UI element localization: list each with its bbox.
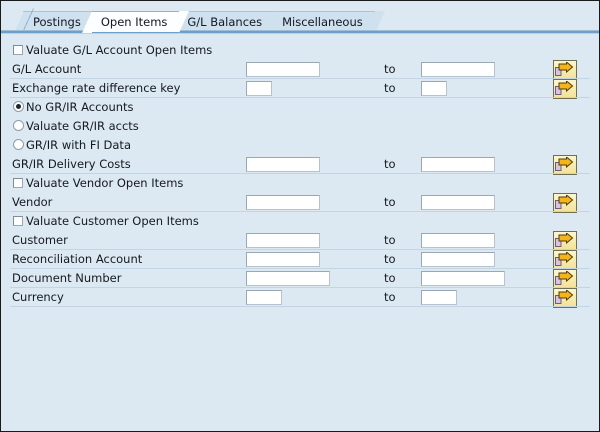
- field-row-reconciliation-account: Reconciliation Account to: [2, 250, 598, 270]
- input-currency-to[interactable]: [421, 290, 457, 305]
- input-reconciliation-account-to[interactable]: [421, 252, 495, 267]
- checkbox-row: Valuate Vendor Open Items: [2, 174, 598, 193]
- radio-label[interactable]: Valuate GR/IR accts: [26, 119, 139, 133]
- arrow-right-selection-icon: [555, 290, 574, 304]
- arrow-right-selection-icon: [555, 81, 574, 95]
- to-label: to: [384, 290, 396, 304]
- to-label: to: [384, 195, 396, 209]
- input-vendor-to[interactable]: [421, 195, 495, 210]
- field-label: G/L Account: [12, 62, 82, 76]
- field-label: Vendor: [12, 195, 53, 209]
- checkbox-valuate-g-l-account-open-items[interactable]: [13, 45, 23, 55]
- field-label: Currency: [12, 290, 64, 304]
- multi-select-button-g-l-account[interactable]: [553, 60, 577, 80]
- radio-row: GR/IR with FI Data: [2, 136, 598, 155]
- input-g-l-account-from[interactable]: [246, 62, 320, 77]
- radio-valuate-gr-ir-accts[interactable]: [13, 120, 24, 131]
- tab-label: Miscellaneous: [282, 15, 363, 29]
- checkbox-row: Valuate G/L Account Open Items: [2, 41, 598, 60]
- arrow-right-selection-icon: [555, 252, 574, 266]
- radio-label[interactable]: GR/IR with FI Data: [26, 138, 131, 152]
- row-separator: [10, 268, 590, 269]
- arrow-right-selection-icon: [555, 62, 574, 76]
- arrow-right-selection-icon: [555, 195, 574, 209]
- to-label: to: [384, 157, 396, 171]
- field-row-vendor: Vendor to: [2, 193, 598, 213]
- multi-select-button-document-number[interactable]: [553, 269, 577, 289]
- field-label: Document Number: [12, 271, 122, 285]
- tabstrip-underline: [1, 30, 599, 34]
- tabstrip-tabs: Postings Open Items G/L Balances Miscellane…: [14, 7, 385, 33]
- checkbox-label[interactable]: Valuate Customer Open Items: [26, 214, 199, 228]
- field-label: Reconciliation Account: [12, 252, 143, 266]
- input-g-l-account-to[interactable]: [421, 62, 495, 77]
- radio-label[interactable]: No GR/IR Accounts: [26, 100, 134, 114]
- field-row-currency: Currency to: [2, 288, 598, 308]
- checkbox-label[interactable]: Valuate Vendor Open Items: [26, 176, 184, 190]
- multi-select-button-exchange-rate-difference-key[interactable]: [553, 79, 577, 99]
- field-row-g-l-account: G/L Account to: [2, 60, 598, 80]
- input-customer-to[interactable]: [421, 233, 495, 248]
- radio-row: No GR/IR Accounts: [2, 98, 598, 117]
- field-label: GR/IR Delivery Costs: [12, 157, 131, 171]
- input-customer-from[interactable]: [246, 233, 320, 248]
- multi-select-button-gr-ir-delivery-costs[interactable]: [553, 155, 577, 175]
- row-separator: [10, 173, 590, 174]
- input-exchange-rate-difference-key-to[interactable]: [421, 81, 447, 96]
- row-separator: [10, 211, 590, 212]
- field-row-document-number: Document Number to: [2, 269, 598, 289]
- to-label: to: [384, 81, 396, 95]
- tab-label: G/L Balances: [187, 15, 263, 29]
- checkbox-label[interactable]: Valuate G/L Account Open Items: [26, 43, 213, 57]
- row-separator: [10, 249, 590, 250]
- row-separator: [10, 78, 590, 79]
- input-gr-ir-delivery-costs-to[interactable]: [421, 157, 495, 172]
- input-exchange-rate-difference-key-from[interactable]: [246, 81, 272, 96]
- to-label: to: [384, 252, 396, 266]
- field-row-customer: Customer to: [2, 231, 598, 251]
- tab-g-l-balances[interactable]: G/L Balances: [168, 11, 284, 33]
- field-row-exchange-rate-difference-key: Exchange rate difference key to: [2, 79, 598, 99]
- arrow-right-selection-icon: [555, 233, 574, 247]
- input-document-number-from[interactable]: [246, 271, 330, 286]
- input-currency-from[interactable]: [246, 290, 282, 305]
- input-vendor-from[interactable]: [246, 195, 320, 210]
- field-label: Exchange rate difference key: [12, 81, 181, 95]
- row-separator: [10, 306, 590, 307]
- to-label: to: [384, 271, 396, 285]
- checkbox-valuate-vendor-open-items[interactable]: [13, 178, 23, 188]
- radio-row: Valuate GR/IR accts: [2, 117, 598, 136]
- tabstrip: Postings Open Items G/L Balances Miscellane…: [1, 1, 599, 34]
- multi-select-button-customer[interactable]: [553, 231, 577, 251]
- multi-select-button-reconciliation-account[interactable]: [553, 250, 577, 270]
- to-label: to: [384, 62, 396, 76]
- field-label: Customer: [12, 233, 68, 247]
- arrow-right-selection-icon: [555, 271, 574, 285]
- radio-no-gr-ir-accounts[interactable]: [13, 101, 24, 112]
- multi-select-button-currency[interactable]: [553, 288, 577, 308]
- tab-label: Open Items: [100, 15, 168, 29]
- arrow-right-selection-icon: [555, 157, 574, 171]
- tab-miscellaneous[interactable]: Miscellaneous: [263, 11, 385, 33]
- checkbox-valuate-customer-open-items[interactable]: [13, 216, 23, 226]
- radio-gr-ir-with-fi-data[interactable]: [13, 139, 24, 150]
- input-gr-ir-delivery-costs-from[interactable]: [246, 157, 320, 172]
- input-document-number-to[interactable]: [421, 271, 505, 286]
- to-label: to: [384, 233, 396, 247]
- row-separator: [10, 97, 590, 98]
- tab-open-items[interactable]: Open Items: [81, 11, 189, 33]
- form-spacer: [2, 34, 598, 41]
- field-row-gr-ir-delivery-costs: GR/IR Delivery Costs to: [2, 155, 598, 175]
- input-reconciliation-account-from[interactable]: [246, 252, 320, 267]
- row-separator: [10, 287, 590, 288]
- tab-label: Postings: [33, 15, 81, 29]
- checkbox-row: Valuate Customer Open Items: [2, 212, 598, 231]
- multi-select-button-vendor[interactable]: [553, 193, 577, 213]
